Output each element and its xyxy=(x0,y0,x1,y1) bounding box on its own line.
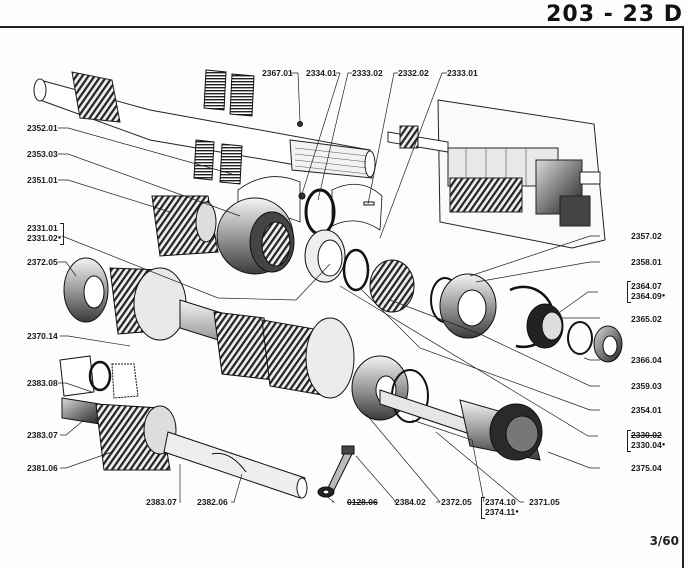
part-label: 2384.02 xyxy=(395,497,426,507)
bolt-washer xyxy=(317,445,355,498)
part-label: 2371.05 xyxy=(529,497,560,507)
gearbox-housing xyxy=(387,99,606,249)
part-label: 2353.03 xyxy=(27,149,58,159)
part-label: 2364.07 xyxy=(631,281,662,291)
part-label: 2367.01 xyxy=(262,68,293,78)
diagram-frame xyxy=(0,26,684,568)
leader-lines xyxy=(58,72,600,503)
part-label: 2331.01 xyxy=(27,223,58,233)
page-code: 203 - 23 D xyxy=(546,2,683,27)
layshaft xyxy=(63,257,543,461)
part-label: 2381.06 xyxy=(27,463,58,473)
part-label: 2358.01 xyxy=(631,257,662,267)
part-label: 2357.02 xyxy=(631,231,662,241)
part-label: 2382.06 xyxy=(197,497,228,507)
part-label-superseded: 2330.02 xyxy=(631,430,662,440)
part-label: 2374.10 xyxy=(485,497,516,507)
part-label: 2352.01 xyxy=(27,123,58,133)
part-label: 2372.05 xyxy=(441,497,472,507)
part-label: 2354.01 xyxy=(631,405,662,415)
part-label-marked: 2364.09● xyxy=(631,291,666,301)
part-label-marked: 2374.11● xyxy=(485,507,519,517)
part-label: 2370.14 xyxy=(27,331,58,341)
gear-cluster-upper xyxy=(151,195,623,363)
part-label: 2372.05 xyxy=(27,257,58,267)
label-bracket xyxy=(481,497,485,519)
part-label-marked: 2330.04● xyxy=(631,440,666,450)
part-label: 2333.02 xyxy=(352,68,383,78)
label-bracket xyxy=(627,281,631,303)
part-label: 2334.01 xyxy=(306,68,337,78)
part-label: 2359.03 xyxy=(631,381,662,391)
part-label: 2332.02 xyxy=(398,68,429,78)
part-label-superseded: 0128.06 xyxy=(347,497,378,507)
needle-cages xyxy=(193,69,255,185)
part-label: 2383.07 xyxy=(27,430,58,440)
reverse-idler xyxy=(59,355,308,499)
label-bracket xyxy=(60,223,64,245)
part-label: 2333.01 xyxy=(447,68,478,78)
part-label: 2383.08 xyxy=(27,378,58,388)
part-label-marked: 2331.02● xyxy=(27,233,62,243)
part-label: 2375.04 xyxy=(631,463,662,473)
part-label: 2351.01 xyxy=(27,175,58,185)
part-label: 2366.04 xyxy=(631,355,662,365)
part-label: 2383.07 xyxy=(146,497,177,507)
exploded-diagram xyxy=(33,69,623,503)
part-label: 2365.02 xyxy=(631,314,662,324)
label-bracket xyxy=(627,430,631,452)
main-shaft xyxy=(33,71,376,179)
